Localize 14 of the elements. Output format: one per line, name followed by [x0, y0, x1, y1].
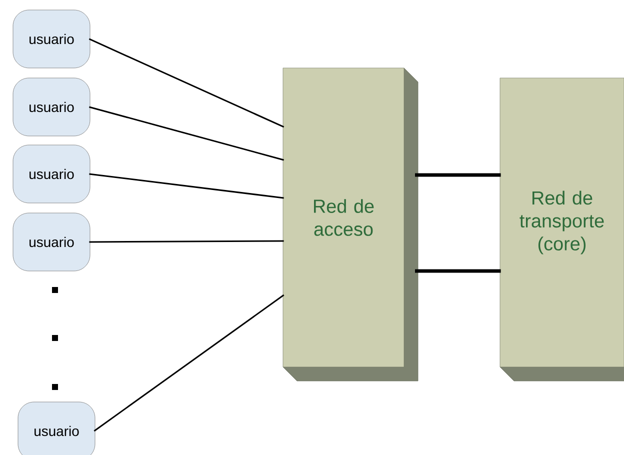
user-box: usuario: [12, 144, 90, 204]
connection-line: [415, 269, 501, 273]
user-box: usuario: [12, 78, 90, 136]
network-block: Red de acceso: [282, 68, 418, 382]
connection-line: [89, 173, 284, 199]
connection-line: [89, 240, 284, 243]
user-box: usuario: [12, 10, 90, 68]
connection-line: [415, 173, 501, 177]
connection-line: [94, 294, 284, 432]
user-box: usuario: [18, 402, 96, 455]
connection-line: [88, 38, 284, 128]
connection-line: [89, 106, 284, 161]
user-box: usuario: [12, 212, 90, 272]
network-block: Red de transporte (core): [500, 78, 624, 382]
